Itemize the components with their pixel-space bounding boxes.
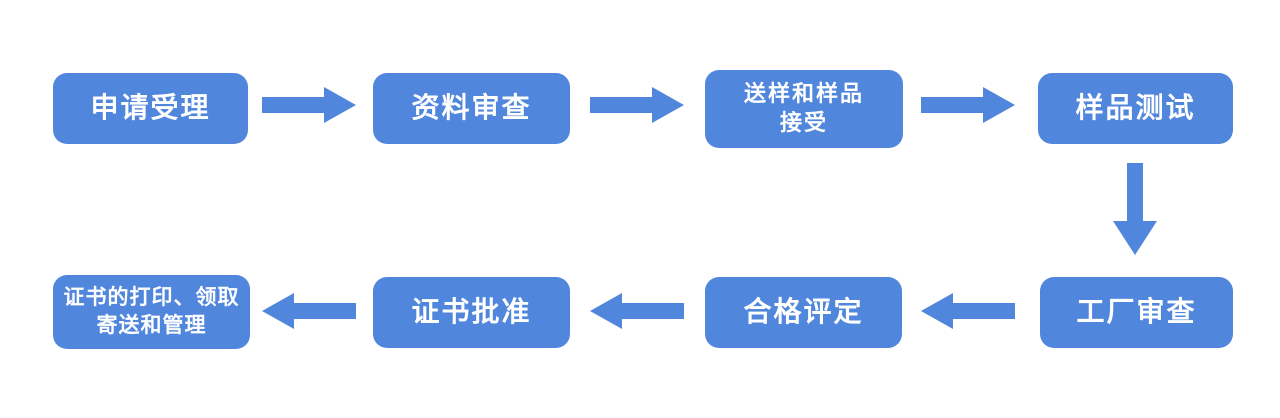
step-label: 证书批准 [411, 295, 532, 329]
step-label: 合格评定 [743, 295, 864, 329]
flow-step-factory-audit: 工厂审查 [1040, 277, 1233, 348]
arrow-left-icon [262, 293, 356, 329]
flow-step-certificate-approval: 证书批准 [373, 277, 570, 348]
step-label-line-1: 证书的打印、领取 [63, 285, 240, 310]
flow-step-application-acceptance: 申请受理 [53, 73, 248, 144]
flow-step-sample-submission-acceptance: 送样和样品 接受 [705, 70, 903, 148]
arrow-left-icon [590, 293, 684, 329]
arrow-right-icon [590, 87, 684, 123]
arrow-right-shape [590, 87, 684, 123]
step-label: 资料审查 [411, 91, 532, 125]
arrow-left-icon [921, 293, 1015, 329]
step-label: 工厂审查 [1076, 295, 1197, 329]
flow-step-document-review: 资料审查 [373, 73, 570, 144]
arrow-right-icon [921, 87, 1015, 123]
arrow-right-shape [921, 87, 1015, 123]
arrow-down-icon [1113, 163, 1157, 255]
arrow-right-icon [262, 87, 356, 123]
step-label-line-2: 寄送和管理 [96, 313, 207, 337]
step-label: 申请受理 [90, 91, 211, 125]
arrow-down-shape [1113, 163, 1157, 255]
arrow-left-shape [921, 293, 1015, 329]
step-label-line-2: 接受 [779, 111, 828, 136]
step-label-line-1: 送样和样品 [743, 81, 864, 107]
step-label: 样品测试 [1075, 91, 1196, 125]
arrow-left-shape [590, 293, 684, 329]
flow-step-certificate-printing-management: 证书的打印、领取 寄送和管理 [53, 275, 250, 349]
arrow-right-shape [262, 87, 356, 123]
flow-step-sample-testing: 样品测试 [1038, 73, 1233, 144]
flow-step-conformity-evaluation: 合格评定 [705, 277, 902, 348]
arrow-left-shape [262, 293, 356, 329]
